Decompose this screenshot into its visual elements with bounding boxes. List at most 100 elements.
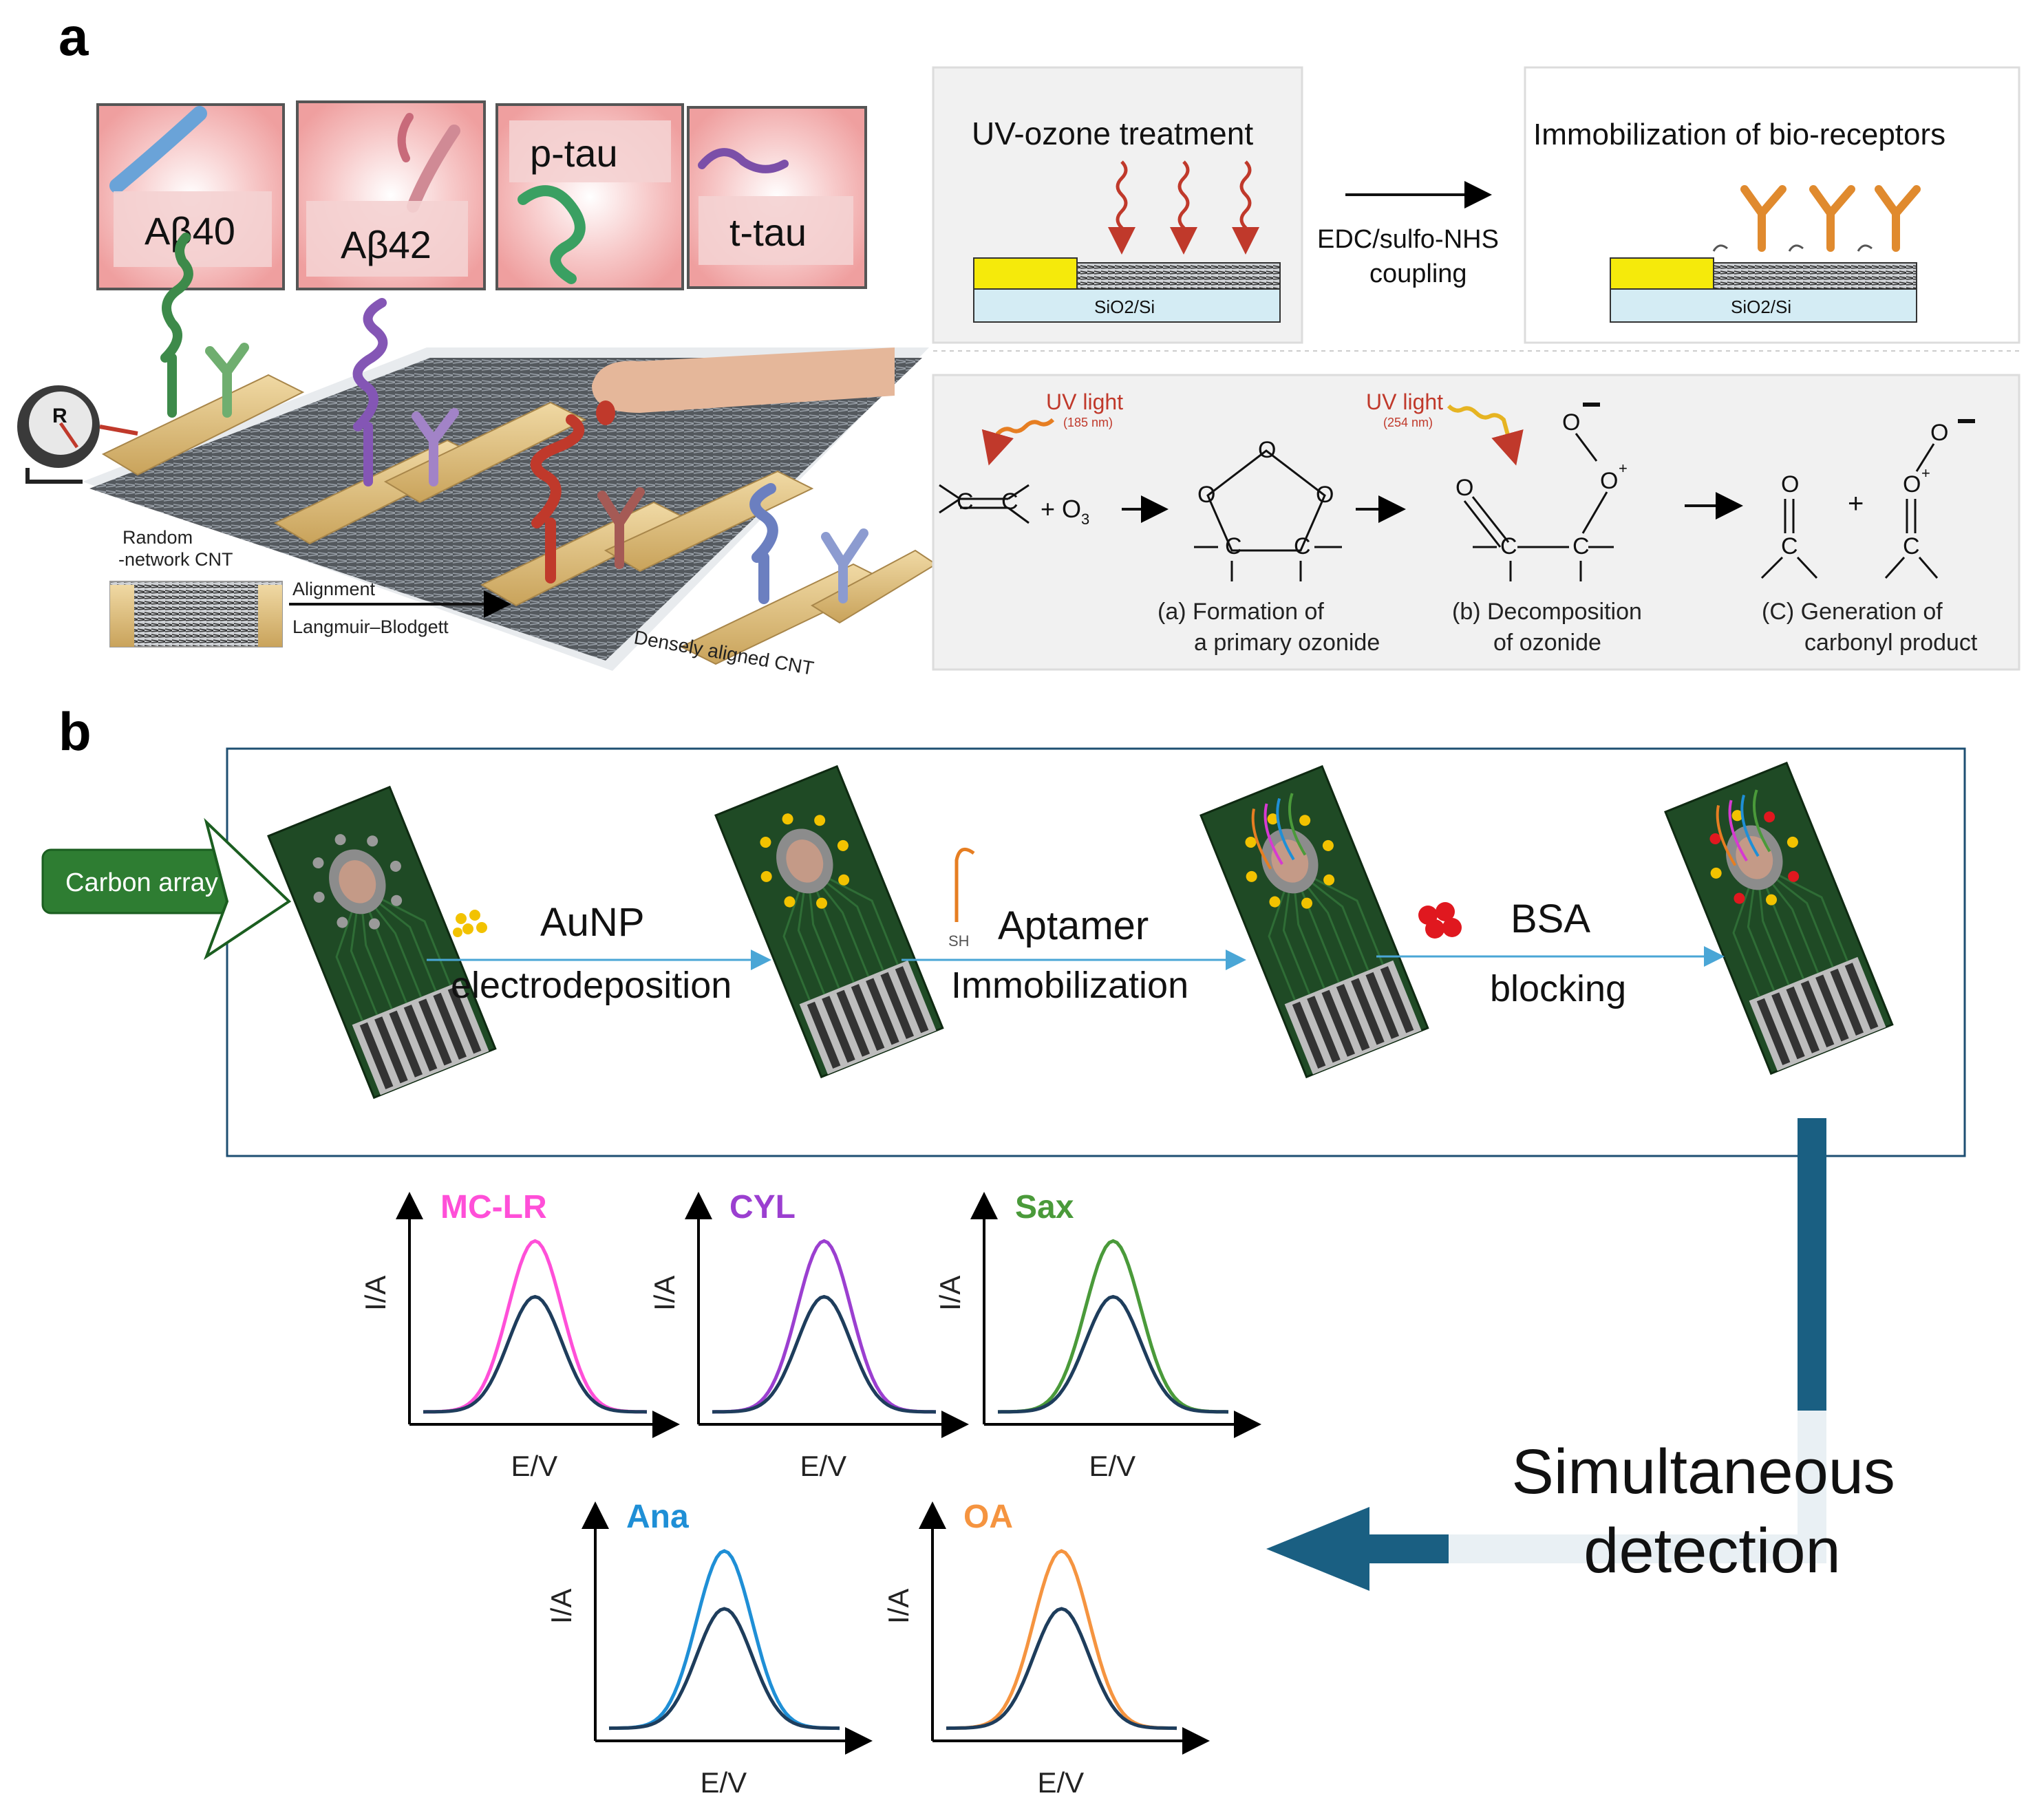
workflow-box (226, 747, 1966, 1157)
electrode-dot (1709, 833, 1721, 845)
random-cnt-label-line: Random (122, 527, 193, 548)
bsa-icon (1418, 902, 1462, 939)
aptamer-strand (1740, 794, 1760, 857)
aptamer-strand (1752, 789, 1771, 853)
electrode-dot (1323, 874, 1335, 886)
biomarker-box-abeta42: Aβ42 (296, 100, 486, 290)
caption-c: (C) Generation of carbonyl product (1762, 599, 1978, 656)
uv-wave-icons (1108, 160, 1259, 255)
gold-electrodes (101, 374, 937, 665)
surface-process-panel: UV-ozone treatment SiO2/Si EDC/sulfo-NHS… (932, 66, 2020, 344)
random-cnt-inset: Random -network CNT Alignment Langmuir–B… (109, 527, 511, 647)
primary-ozonide-structure: O O O C C (1194, 437, 1342, 581)
contact-pin (1771, 992, 1805, 1060)
contact-pin (1351, 978, 1385, 1045)
contact-pin (1321, 989, 1356, 1057)
carbon-atom: C (1225, 533, 1242, 559)
ohmmeter-symbol: R (52, 405, 67, 427)
step-blocking-label: blocking (1490, 968, 1626, 1009)
electrode-dot (1245, 837, 1257, 848)
working-electrode-center (339, 860, 376, 903)
electrode-dot (367, 835, 378, 847)
detection-connector: Simultaneous detection (1266, 1118, 1964, 1603)
y-axis-label: I/A (545, 1589, 577, 1624)
y-axis-label: I/A (648, 1276, 681, 1311)
oxygen-atom: O (1455, 475, 1473, 501)
series-line-analyte (423, 1239, 648, 1414)
electrode-dot (784, 896, 796, 908)
contact-pin (895, 966, 929, 1034)
contact-pin (851, 983, 885, 1051)
caption-a-line: a primary ozonide (1194, 630, 1380, 656)
y-axis-label: I/A (934, 1276, 966, 1311)
immobilization-title: Immobilization of bio-receptors (1533, 118, 1945, 151)
contact-pin (1307, 996, 1341, 1063)
electrode-chip (267, 785, 497, 1100)
contact-pin (1336, 983, 1370, 1051)
panel-b-label: b (58, 701, 92, 762)
oxygen-atom: O (1930, 420, 1948, 446)
coupling-label: coupling (1369, 259, 1467, 288)
biomarker-label: t-tau (729, 211, 807, 254)
contact-pin (1380, 966, 1414, 1034)
caption-b-line: of ozonide (1493, 630, 1601, 656)
carbon-atom: C (1500, 533, 1517, 559)
edc-label: EDC/sulfo-NHS (1317, 225, 1499, 254)
uv-light-185-label: UV light (1046, 389, 1123, 414)
electrode-dot (313, 891, 325, 903)
working-electrode-center (786, 839, 824, 883)
contact-pin (433, 992, 467, 1060)
ozonolysis-mechanism: UV light (185 nm) C C + O3 O O O C C (a)… (932, 350, 2020, 671)
electrode-dot (1246, 870, 1257, 882)
uv-ozone-title: UV-ozone treatment (972, 116, 1253, 151)
detection-arrowhead (1266, 1507, 1369, 1591)
series-line-baseline (712, 1294, 937, 1414)
aptamer-icon: SH (948, 847, 975, 950)
contact-pin (807, 1001, 841, 1069)
electrode-dot (369, 918, 381, 930)
contact-pin (359, 1022, 394, 1090)
caption-c-line: (C) Generation of (1762, 599, 1943, 625)
chart-title: Ana (626, 1499, 689, 1535)
substrate-label: SiO2/Si (1094, 297, 1155, 317)
series-line-baseline (946, 1607, 1177, 1731)
random-cnt-label: Random -network CNT (118, 527, 233, 570)
carbon-atom: C (957, 489, 974, 515)
electrode-chip (714, 764, 944, 1079)
contact-pin (822, 996, 855, 1063)
electrode-dot (760, 870, 772, 882)
voltammogram-chart: MC-LRE/VI/A (359, 1189, 680, 1482)
series-line-baseline (608, 1607, 840, 1731)
electrode-dot (1766, 894, 1778, 906)
x-axis-label: E/V (511, 1450, 558, 1482)
caption-b-line: (b) Decomposition (1452, 599, 1642, 625)
carbonyl-products: O C + O + O C (1760, 419, 1975, 579)
working-electrode-center (1271, 839, 1309, 883)
contact-pin (1292, 1001, 1326, 1069)
carbon-atom: C (1781, 533, 1798, 559)
electrode-dot (816, 897, 828, 909)
positive-charge: + (1619, 460, 1628, 477)
electrode-dot (760, 837, 771, 848)
electrode-dot (814, 815, 826, 826)
x-axis-label: E/V (800, 1450, 847, 1482)
aptamer-strand (1276, 797, 1295, 861)
ozone-subscript: 3 (1081, 511, 1089, 528)
random-cnt-label-line: -network CNT (118, 549, 233, 570)
electrode-chip (1664, 761, 1894, 1075)
oxygen-atom: O (1562, 409, 1580, 436)
series-line-analyte (997, 1239, 1229, 1414)
series-line-baseline (423, 1294, 648, 1414)
aptamer-strand (1263, 803, 1283, 865)
step-electrodeposition-label: electrodeposition (451, 965, 732, 1006)
contact-pin (1800, 980, 1835, 1048)
biomarker-label: Aβ40 (145, 209, 235, 253)
carbon-atom: C (1572, 533, 1590, 559)
x-axis-label: E/V (701, 1766, 747, 1799)
biomarker-box-ttau: t-tau (687, 106, 867, 289)
alkene-structure: C C (939, 484, 1030, 524)
cnt-sensor-device: R Random -network CNT Alignment Langmuir… (17, 233, 937, 679)
aptamer-strand (1288, 793, 1307, 856)
